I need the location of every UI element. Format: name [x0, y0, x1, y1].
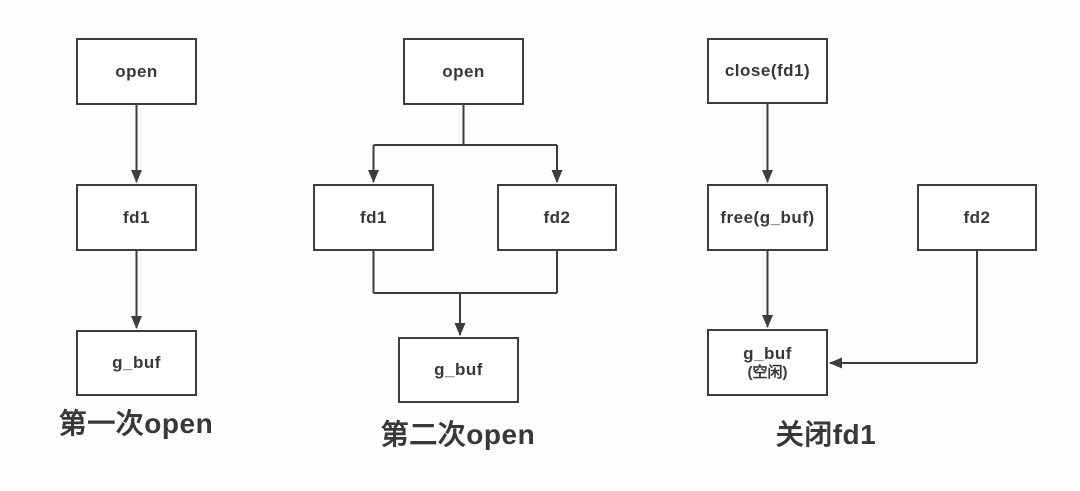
node-close-fd1-label: close(fd1)	[724, 61, 811, 81]
node-gbuf-3-sublabel: (空闲)	[747, 363, 788, 381]
node-fd2-2-label: fd2	[543, 207, 571, 227]
node-gbuf-3: g_buf (空闲)	[707, 329, 828, 396]
node-free-gbuf-label: free(g_buf)	[720, 207, 815, 227]
node-fd1-1: fd1	[76, 184, 197, 251]
node-close-fd1: close(fd1)	[707, 38, 828, 104]
node-fd2-3-label: fd2	[963, 207, 991, 227]
caption-close-fd1: 关闭fd1	[775, 419, 877, 450]
node-fd1-1-label: fd1	[123, 207, 150, 227]
caption-first-open: 第一次open	[58, 408, 214, 439]
node-gbuf-2: g_buf	[398, 337, 519, 403]
node-free-gbuf: free(g_buf)	[707, 184, 828, 251]
node-gbuf-1-label: g_buf	[112, 353, 161, 373]
node-open-2: open	[403, 38, 524, 105]
node-fd2-2: fd2	[497, 184, 617, 251]
node-gbuf-1: g_buf	[76, 330, 197, 396]
node-fd1-2: fd1	[313, 184, 434, 251]
node-gbuf-2-label: g_buf	[434, 360, 483, 380]
node-open-2-label: open	[442, 61, 485, 81]
node-fd1-2-label: fd1	[360, 207, 387, 227]
node-gbuf-3-label: g_buf	[743, 344, 792, 364]
node-open-1: open	[76, 38, 197, 105]
node-open-1-label: open	[115, 61, 158, 81]
caption-second-open: 第二次open	[380, 419, 536, 450]
node-fd2-3: fd2	[917, 184, 1037, 251]
